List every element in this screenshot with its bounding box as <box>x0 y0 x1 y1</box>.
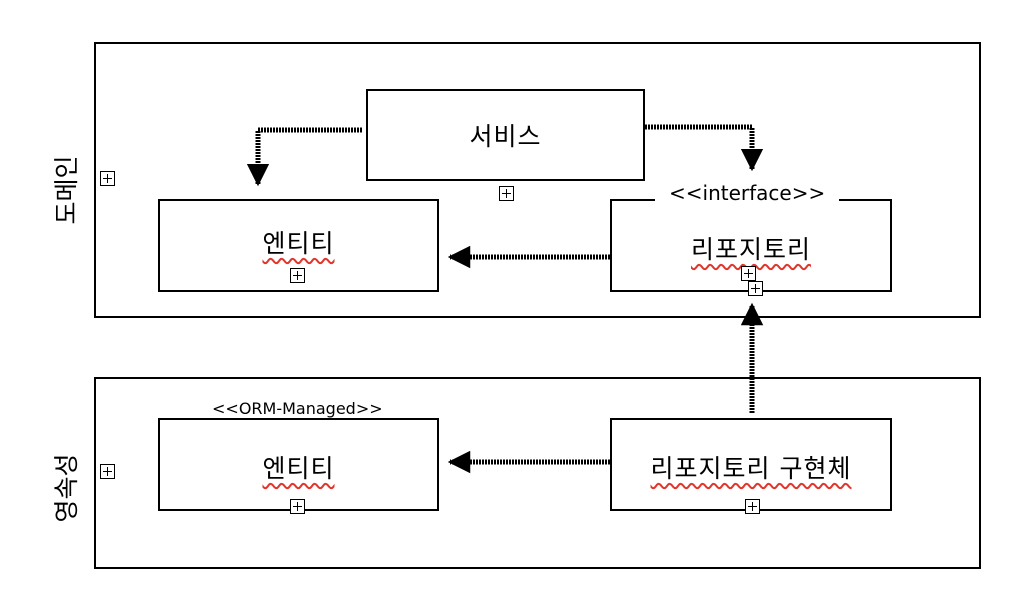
repository-stereotype: <<interface>> <box>655 181 840 205</box>
domain-entity-label: 엔티티 <box>262 228 335 258</box>
persistence-entity-stereotype: <<ORM-Managed>> <box>198 399 397 418</box>
service-to-entity-arrow <box>246 127 362 187</box>
persistence-entity-box[interactable]: 엔티티 <box>158 418 439 511</box>
domain-layer-expand-icon[interactable] <box>100 171 115 186</box>
service-box[interactable]: 서비스 <box>366 89 645 181</box>
repository-impl-expand-icon[interactable] <box>745 499 760 514</box>
service-to-repository-arrow <box>645 124 764 172</box>
persistence-layer-expand-icon[interactable] <box>100 464 115 479</box>
repository-impl-label: 리포지토리 구현체 <box>651 449 852 485</box>
repository-impl-box[interactable]: 리포지토리 구현체 <box>610 418 892 511</box>
service-label: 서비스 <box>469 122 542 151</box>
persistence-entity-expand-icon[interactable] <box>290 499 305 514</box>
persistence-entity-label: 엔티티 <box>262 453 335 483</box>
domain-entity-expand-icon[interactable] <box>290 268 305 283</box>
repository-label: 리포지토리 <box>690 234 811 264</box>
repository-expand-icon-secondary[interactable] <box>748 281 763 296</box>
repository-expand-icon[interactable] <box>741 266 756 281</box>
repository-impl-label-main: 리포지토리 구현체 <box>650 453 852 483</box>
service-expand-icon[interactable] <box>499 186 514 201</box>
